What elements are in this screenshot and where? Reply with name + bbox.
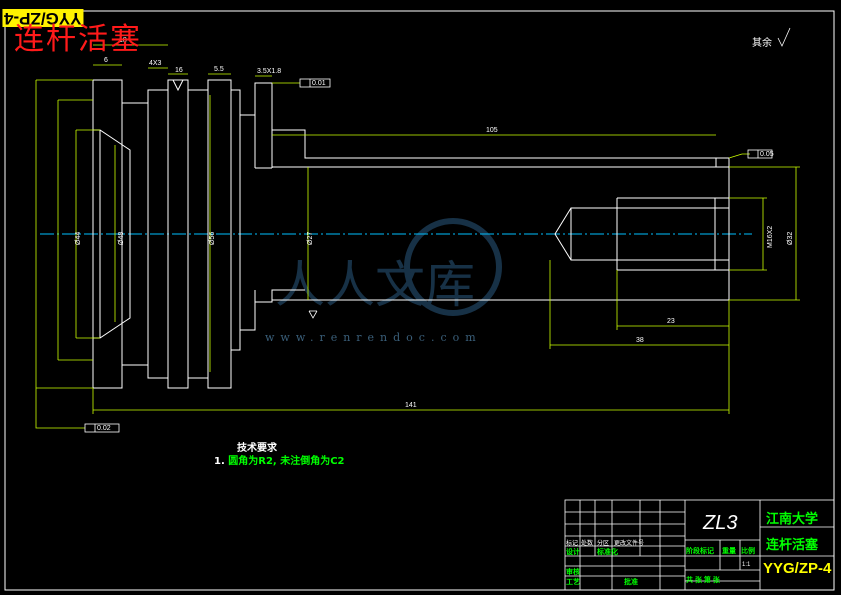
thread-size: M16X2	[767, 226, 774, 248]
roughness-symbol	[308, 27, 791, 319]
dia-56: Ø56	[209, 232, 216, 245]
dimension-lines	[35, 44, 800, 429]
tol-b: 0.05	[760, 151, 774, 158]
watermark-url: www.renrendoc.com	[265, 331, 482, 344]
watermark-brand-text: 人人文库	[275, 256, 475, 314]
dia-44: Ø44	[75, 232, 82, 245]
title-block-material: ZL3	[703, 512, 738, 534]
dim-141: 141	[405, 402, 417, 409]
tech-requirement-item-1: 1. 圆角为R2, 未注倒角为C2	[214, 452, 345, 467]
tb-standard-label: 标准化	[597, 549, 618, 556]
dim-16: 16	[175, 67, 183, 74]
tb-sheets-label: 共 张 第 张	[686, 577, 720, 584]
tech-requirements-title: 技术要求	[237, 443, 277, 454]
tech-item-number: 1.	[214, 456, 225, 467]
tb-scale-label: 比例	[741, 548, 755, 555]
tb-stage-label: 阶段标记	[686, 548, 714, 555]
tol-c: 0.02	[97, 425, 111, 432]
dim-18: 18	[119, 37, 127, 44]
title-block-part-name: 连杆活塞	[766, 537, 819, 552]
tb-weight-label: 重量	[722, 548, 736, 555]
title-block-school: 江南大学	[766, 511, 819, 526]
tb-approve-label: 批准	[624, 579, 638, 586]
tb-row-label-2: 分区	[597, 541, 610, 547]
dia-48: Ø48	[118, 232, 125, 245]
tb-row-label-0: 标记	[566, 541, 579, 547]
dim-5-5: 5.5	[214, 66, 224, 73]
dim-3-5x1-8: 3.5X1.8	[257, 68, 281, 75]
tb-row-label-1: 处数	[581, 541, 594, 547]
tb-design-label: 设计	[566, 549, 580, 556]
tolerance-frames	[84, 78, 773, 433]
tb-process-label: 工艺	[566, 579, 580, 586]
title-block	[564, 499, 835, 591]
dia-32: Ø32	[787, 232, 794, 245]
dim-4x3: 4X3	[149, 60, 162, 67]
roughness-note: 其余	[752, 38, 772, 49]
dimension-texts: 6 18 4X3 16 5.5 3.5X1.8 105 141 38 23 Ø4…	[75, 37, 794, 432]
drawing-title-stamp: 连杆活塞	[14, 22, 142, 57]
dim-6: 6	[104, 57, 108, 64]
title-block-drawing-code: YYG/ZP-4	[763, 560, 832, 577]
tb-scale-value: 1:1	[742, 562, 751, 568]
dim-38: 38	[636, 337, 644, 344]
outer-frame	[4, 10, 835, 591]
dim-105: 105	[486, 127, 498, 134]
tol-a: 0.01	[312, 80, 326, 87]
tb-row-label-3: 更改文件号	[614, 541, 645, 547]
tb-check-label: 审核	[566, 569, 580, 576]
dim-23: 23	[667, 318, 675, 325]
dia-27: Ø27	[307, 232, 314, 245]
tech-item-text: 圆角为R2, 未注倒角为C2	[228, 456, 345, 467]
